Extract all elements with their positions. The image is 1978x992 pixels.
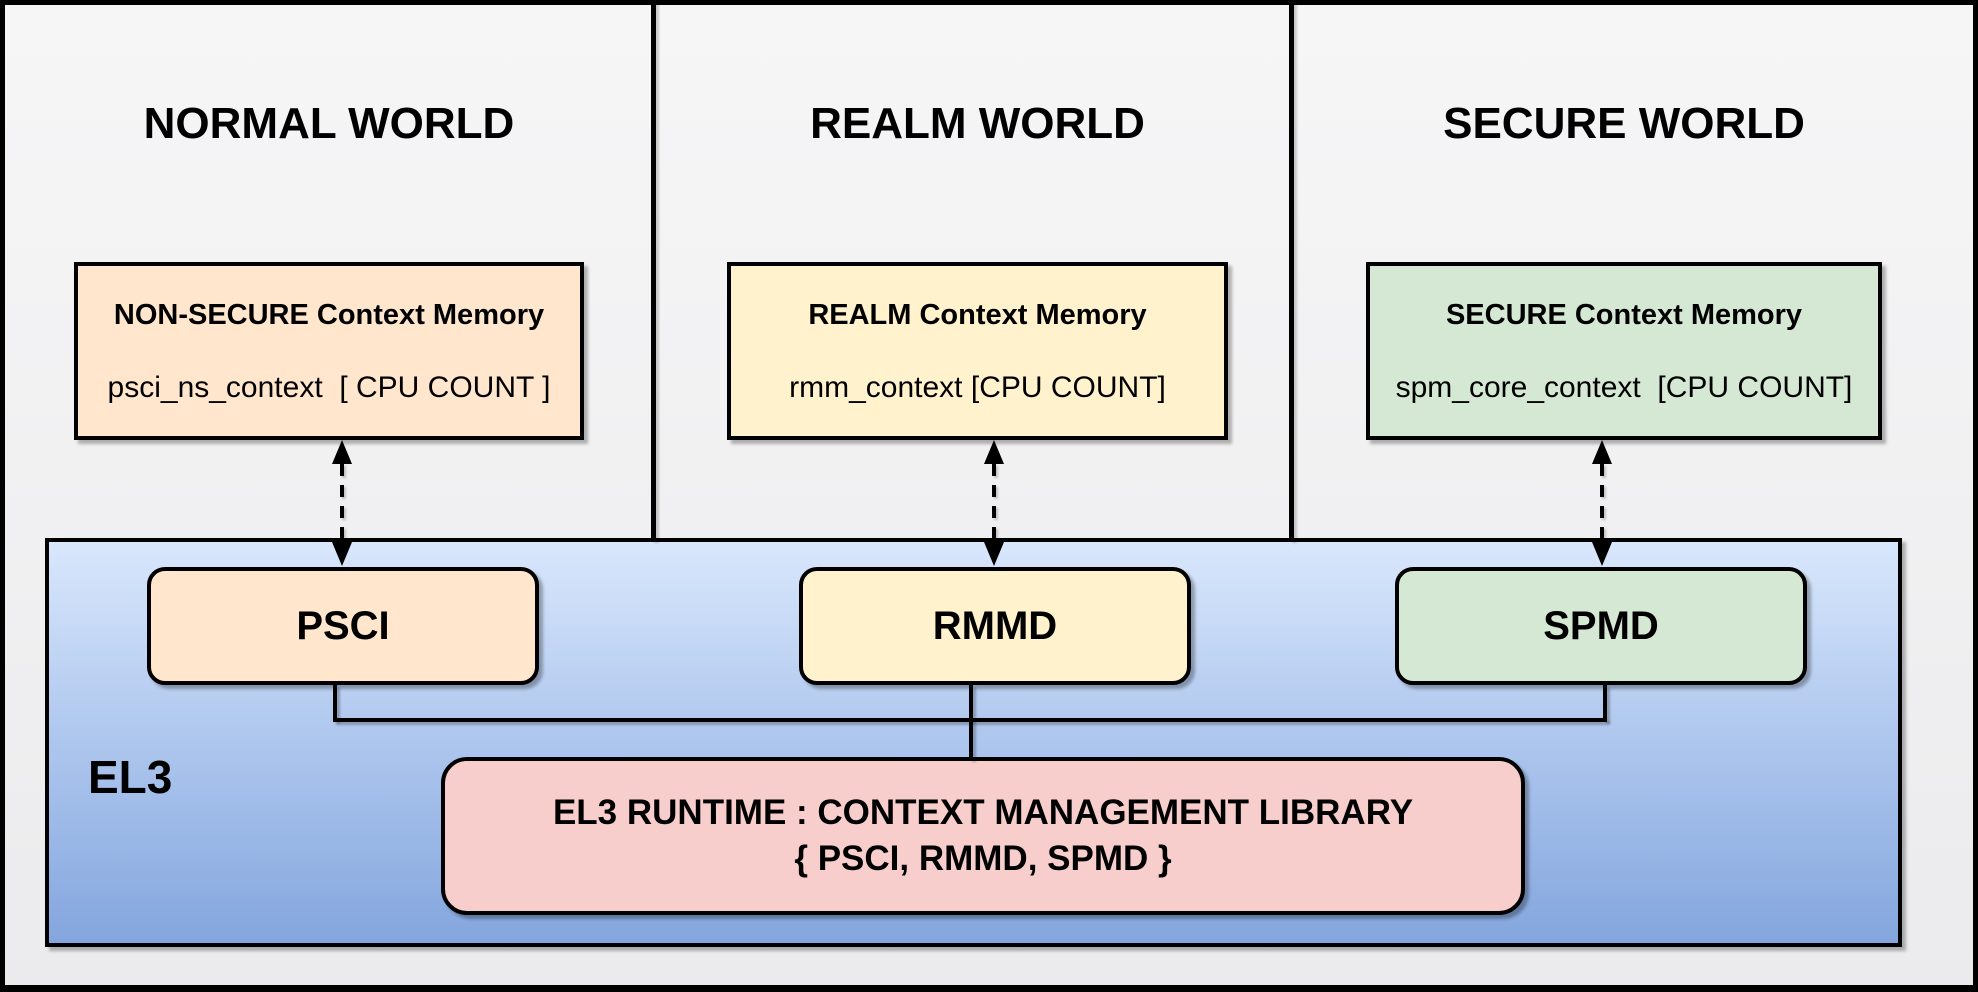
world-divider-normal-realm [651,0,656,540]
arrow-up-icon [1592,440,1612,464]
memory-box-variable: psci_ns_context [ CPU COUNT ] [107,370,551,404]
memory-box-realm: REALM Context Memory rmm_context [CPU CO… [727,262,1228,440]
el3-runtime-subtitle: { PSCI, RMMD, SPMD } [794,839,1172,878]
world-title-secure: SECURE WORLD [1443,99,1805,148]
world-title-realm: REALM WORLD [810,99,1145,148]
dispatcher-box-rmmd: RMMD [799,567,1191,685]
memory-box-variable: rmm_context [CPU COUNT] [789,370,1166,404]
memory-box-title: REALM Context Memory [808,298,1147,331]
memory-box-nonsecure: NON-SECURE Context Memory psci_ns_contex… [74,262,584,440]
arrow-up-icon [984,440,1004,464]
el3-label: EL3 [88,751,173,803]
dispatcher-box-psci: PSCI [147,567,539,685]
el3-runtime-title: EL3 RUNTIME : CONTEXT MANAGEMENT LIBRARY [552,793,1414,832]
el3-runtime-box: EL3 RUNTIME : CONTEXT MANAGEMENT LIBRARY… [441,757,1525,915]
world-title-normal: NORMAL WORLD [143,99,515,148]
memory-box-title: NON-SECURE Context Memory [113,298,545,331]
arrow-up-icon [332,440,352,464]
dispatcher-box-spmd: SPMD [1395,567,1807,685]
memory-box-variable: spm_core_context [CPU COUNT] [1395,370,1853,404]
memory-box-secure: SECURE Context Memory spm_core_context [… [1366,262,1882,440]
world-divider-realm-secure [1289,0,1294,540]
memory-box-title: SECURE Context Memory [1445,298,1803,331]
